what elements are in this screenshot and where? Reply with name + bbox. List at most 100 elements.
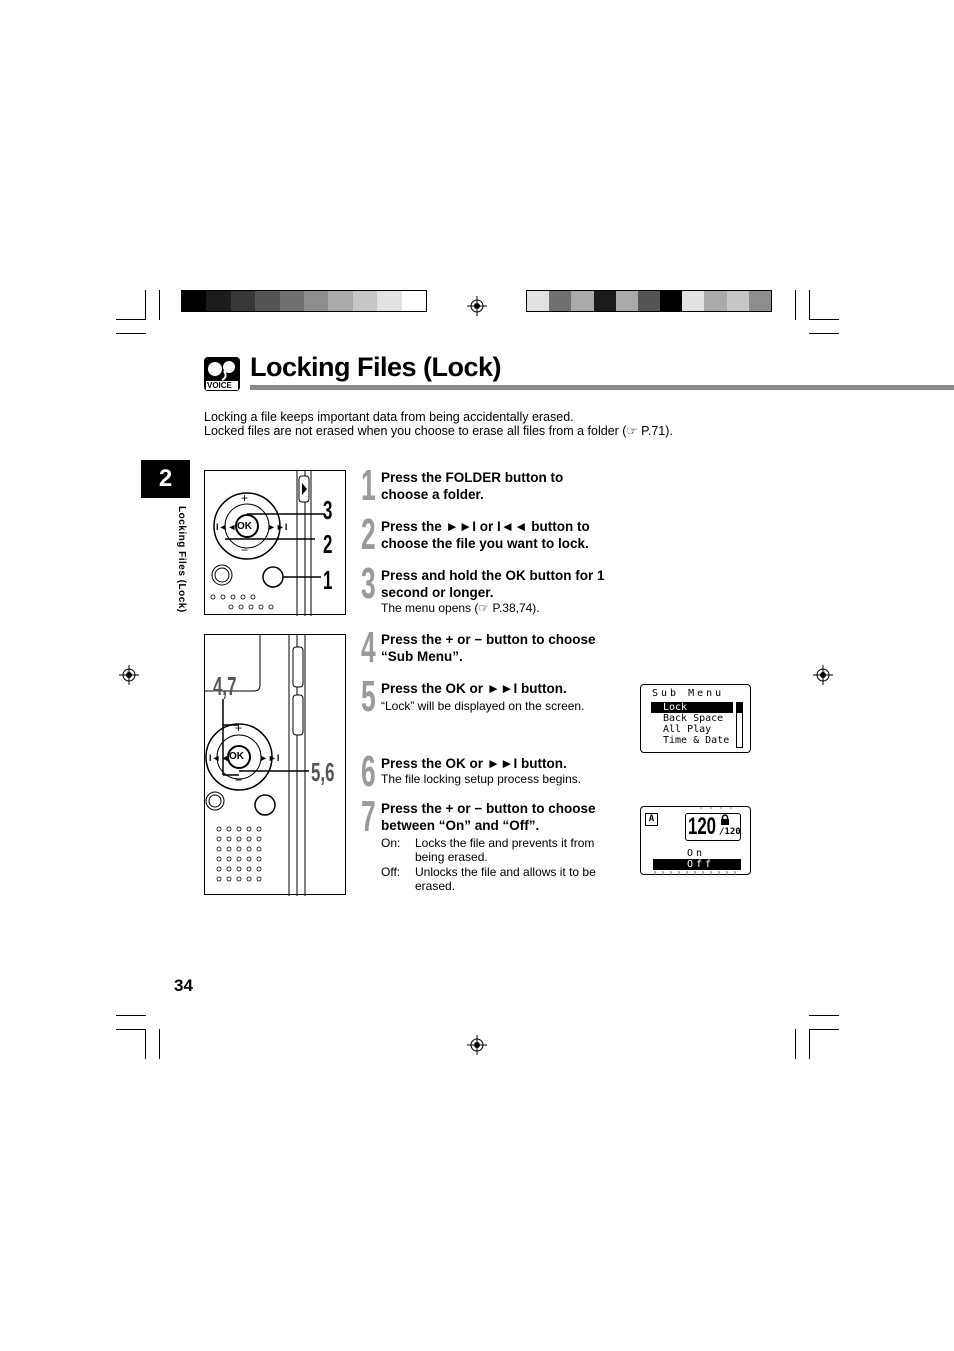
color-swatch [593,291,616,311]
step-note: The file locking setup process begins. [381,772,582,786]
title-underline [250,385,954,390]
intro-text-line1: Locking a file keeps important data from… [204,410,574,424]
grayscale-strip-left [181,290,427,312]
step-instruction: Press the ►►I or I◄◄ button to choose th… [381,519,590,551]
option-key: On: [381,836,401,850]
color-swatch [401,291,426,311]
minus-label: − [235,773,243,787]
option-description: Unlocks the file and allows it to be era… [415,865,596,893]
recorder-illustration-1: I◄◄ ►►I + − OK 3 2 1 [204,470,346,616]
step-number: 2 [361,510,376,559]
chapter-tab: 2 [141,460,190,498]
step-instruction: Press the + or − button to choose betwee… [381,801,596,833]
crop-mark [809,333,839,334]
step-instruction: Press the OK or ►►I button. [381,681,567,696]
callout-step-5-6: 5,6 [311,757,335,787]
registration-mark-icon [119,665,139,685]
file-total: /120 [719,827,741,837]
crop-mark [809,290,810,320]
lcd-submenu-display: Sub Menu Lock Back Space All Play Time &… [640,684,751,753]
crop-mark [145,1029,146,1059]
lcd-title: Sub Menu [652,688,725,699]
lcd-option-on: On [687,848,706,859]
color-swatch [615,291,638,311]
page-title: Locking Files (Lock) [250,352,502,382]
folder-indicator: A [645,813,658,826]
lock-icon [721,814,729,825]
crop-mark [116,1015,146,1016]
color-swatch [726,291,749,311]
lcd-lock-display: A 120 /120 On Off [640,806,751,875]
crop-mark [795,1029,796,1059]
color-swatch [637,291,661,311]
svg-text:I◄◄: I◄◄ [216,522,236,532]
crop-mark [795,290,796,320]
crop-mark [809,1029,810,1059]
step-instruction: Press and hold the OK button for 1 secon… [381,568,605,600]
color-swatch [377,291,402,311]
callout-step-2: 2 [323,529,333,559]
lcd-scrollbar [736,702,743,748]
step-note: “Lock” will be displayed on the screen. [381,699,585,713]
color-swatch [682,291,705,311]
lcd-menu-item: Back Space [663,713,724,724]
grayscale-strip-right [526,290,772,312]
step-instruction: Press the OK or ►►I button. [381,756,567,771]
option-description: Locks the file and prevents it from bein… [415,836,595,864]
lcd-menu-item: All Play [663,724,712,735]
crop-mark [116,319,146,320]
lcd-option-off-selected: Off [653,859,741,870]
crop-mark [159,1029,160,1059]
color-swatch [660,291,683,311]
registration-mark-icon [813,665,833,685]
crop-mark [809,319,839,320]
color-swatch [230,291,256,311]
step-number: 6 [361,747,376,796]
color-swatch [206,291,231,311]
color-swatch [182,291,207,311]
svg-text:►►I: ►►I [267,522,287,532]
callout-step-1: 1 [323,565,333,595]
crop-mark [116,333,146,334]
voice-mode-icon: VOICE [204,357,240,391]
callout-step-3: 3 [323,495,333,525]
file-number: 120 [688,813,717,840]
registration-mark-icon [467,1035,487,1055]
callout-step-4-7: 4,7 [213,671,237,701]
color-swatch [571,291,594,311]
color-swatch [704,291,727,311]
page-number: 34 [174,976,193,995]
color-swatch [549,291,572,311]
intro-text-line2: Locked files are not erased when you cho… [204,424,673,438]
color-swatch [748,291,771,311]
color-swatch [303,291,329,311]
svg-text:►►I: ►►I [259,753,279,763]
registration-mark-icon [467,296,487,316]
step-instruction: Press the + or − button to choose “Sub M… [381,632,596,664]
lcd-menu-item-selected: Lock [651,702,733,713]
crop-mark [159,290,160,320]
step-number: 4 [361,623,376,672]
svg-text:I◄◄: I◄◄ [209,753,229,763]
step-number: 7 [361,792,376,841]
option-off: Off: Unlocks the file and allows it to b… [381,865,616,893]
ok-button: OK [229,751,244,762]
recorder-illustration-2: I◄◄ ►►I + − OK 4,7 5,6 [204,634,346,896]
step-note: The menu opens (☞ P.38,74). [381,601,540,615]
step-number: 3 [361,559,376,608]
crop-mark [116,1029,146,1030]
color-swatch [328,291,353,311]
color-swatch [279,291,304,311]
plus-label: + [235,721,243,735]
crop-mark [145,290,146,320]
step-number: 1 [361,461,376,510]
minus-label: − [241,543,249,557]
step-instruction: Press the FOLDER button to choose a fold… [381,470,564,502]
color-swatch [527,291,550,311]
crop-mark [809,1015,839,1016]
crop-mark [809,1029,839,1030]
option-on: On: Locks the file and prevents it from … [381,836,616,864]
voice-label: VOICE [207,381,232,390]
file-number-box [685,813,741,841]
lcd-menu-item: Time & Date [663,735,730,746]
